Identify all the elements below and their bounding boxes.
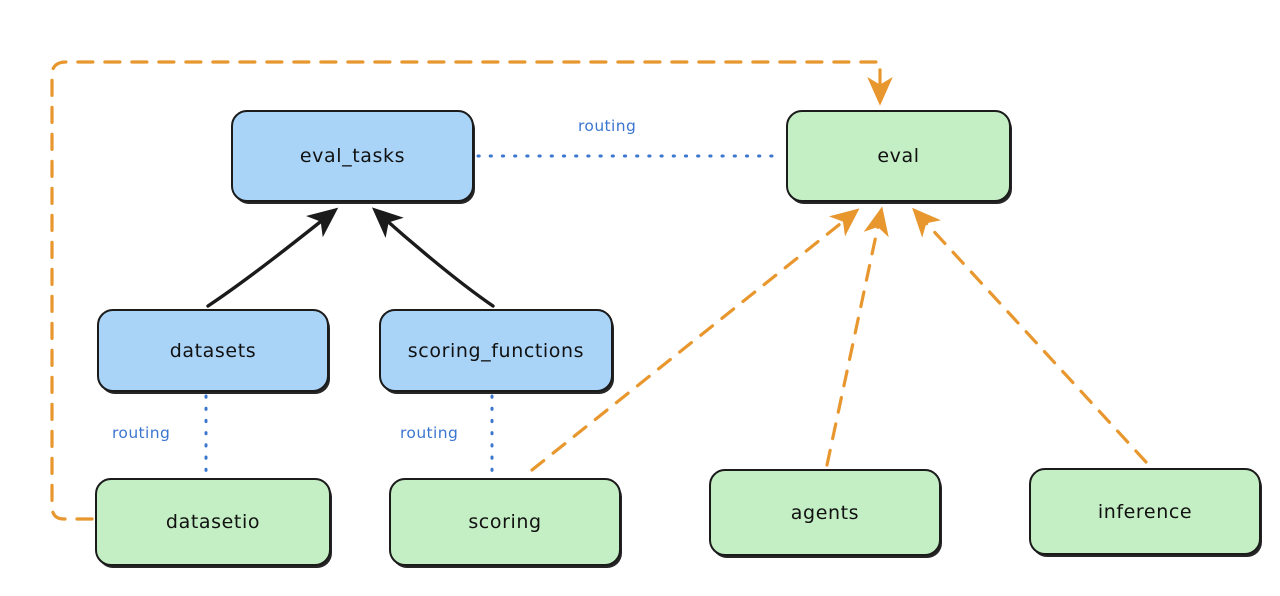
edge-label-routing-eval: routing	[578, 117, 637, 135]
node-inference[interactable]: inference	[1029, 468, 1261, 555]
edge-inference-to-eval	[912, 207, 1148, 464]
node-label: inference	[1097, 500, 1193, 523]
node-label: eval	[877, 145, 920, 167]
node-scoring[interactable]: scoring	[389, 478, 621, 566]
edge-label-routing-scoring: routing	[400, 424, 459, 442]
node-agents[interactable]: agents	[709, 469, 941, 556]
node-label: scoring_functions	[407, 339, 585, 362]
edge-scoring-to-eval	[530, 208, 860, 472]
node-scoring-functions[interactable]: scoring_functions	[379, 309, 613, 392]
edge-scoring-functions-to-eval-tasks	[371, 207, 495, 308]
edge-label-routing-datasets: routing	[112, 424, 171, 442]
node-label: datasetio	[165, 511, 261, 533]
node-label: datasets	[169, 339, 257, 362]
edge-datasetio-to-eval	[50, 60, 893, 521]
node-datasetio[interactable]: datasetio	[95, 478, 331, 566]
node-label: eval_tasks	[299, 145, 406, 167]
node-label: scoring	[468, 511, 542, 533]
edge-datasets-to-eval-tasks	[206, 207, 339, 308]
node-eval[interactable]: eval	[786, 110, 1011, 202]
node-label: agents	[790, 501, 860, 524]
node-eval-tasks[interactable]: eval_tasks	[231, 110, 474, 202]
node-datasets[interactable]: datasets	[97, 309, 329, 392]
edge-agents-to-eval	[825, 206, 889, 467]
